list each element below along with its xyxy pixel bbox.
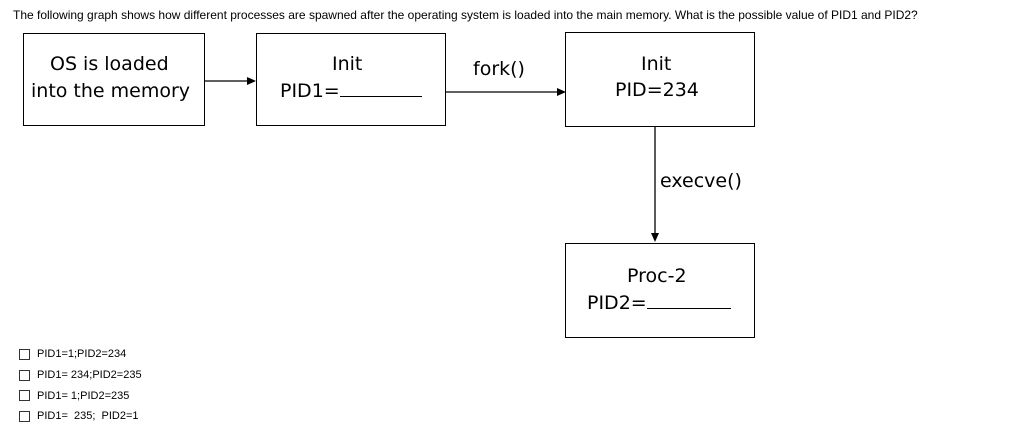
option-3-checkbox[interactable]: [19, 390, 30, 402]
option-2-checkbox[interactable]: [19, 369, 30, 381]
init1-title: Init: [332, 53, 363, 75]
init2-title: Init: [641, 53, 672, 75]
init-pid1-box: Init PID1=: [256, 33, 446, 126]
option-1-checkbox[interactable]: [19, 348, 30, 360]
proc2-title: Proc-2: [627, 265, 687, 287]
proc2-box: Proc-2 PID2=: [565, 243, 755, 338]
pid2-blank: [646, 307, 731, 309]
fork-label: fork(): [473, 58, 525, 80]
os-loaded-box: OS is loaded into the memory: [23, 33, 205, 126]
option-4-checkbox[interactable]: [19, 410, 30, 422]
option-3[interactable]: PID1= 1;PID2=235: [19, 385, 142, 406]
option-3-label: PID1= 1;PID2=235: [37, 389, 130, 402]
pid1-blank: [339, 95, 422, 97]
os-box-line1: OS is loaded: [50, 53, 169, 75]
arrowhead-execve: [651, 233, 659, 242]
answer-options: PID1=1;PID2=234 PID1= 234;PID2=235 PID1=…: [19, 344, 142, 427]
os-box-line2: into the memory: [31, 80, 191, 102]
pid1-label: PID1=: [280, 80, 340, 102]
init1-pid-line: PID1=: [280, 80, 422, 102]
question-text: The following graph shows how different …: [13, 8, 918, 22]
option-1-label: PID1=1;PID2=234: [37, 348, 127, 361]
arrowhead-fork: [557, 88, 566, 96]
init2-pid-line: PID=234: [615, 79, 699, 101]
option-2[interactable]: PID1= 234;PID2=235: [19, 365, 142, 386]
option-4[interactable]: PID1= 235; PID2=1: [19, 406, 142, 427]
execve-label: execve(): [660, 170, 742, 192]
option-1[interactable]: PID1=1;PID2=234: [19, 344, 142, 365]
option-4-label: PID1= 235; PID2=1: [37, 410, 139, 423]
option-2-label: PID1= 234;PID2=235: [37, 369, 142, 382]
pid2-label: PID2=: [587, 292, 647, 314]
init-pid234-box: Init PID=234: [565, 32, 755, 127]
arrowhead-os-to-init: [247, 77, 256, 85]
proc2-pid-line: PID2=: [587, 292, 731, 314]
